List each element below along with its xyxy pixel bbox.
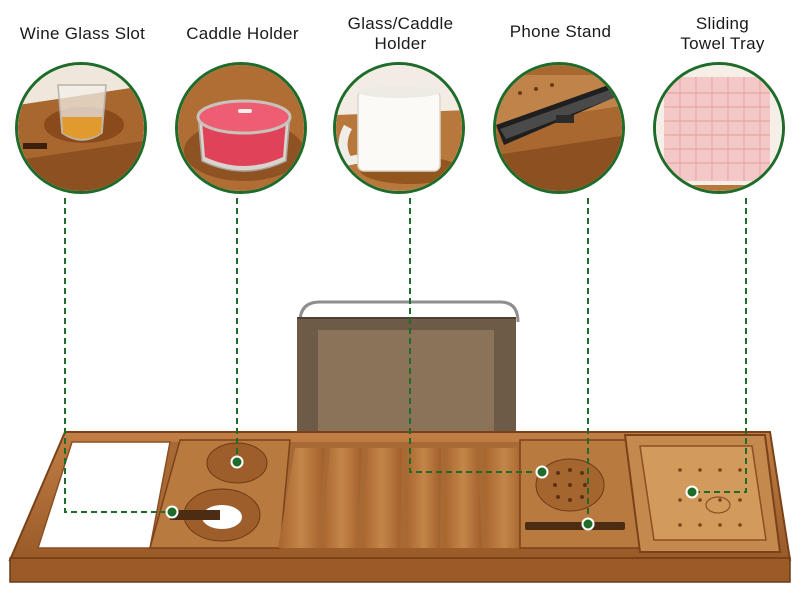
connector-dots xyxy=(165,455,699,531)
sliding-towel-tray xyxy=(623,434,782,553)
towel-icon xyxy=(664,77,770,181)
detail-circle-towel xyxy=(653,62,785,194)
label-phone-stand: Phone Stand xyxy=(509,22,612,41)
detail-circle-mug xyxy=(333,62,465,194)
mug-icon xyxy=(338,86,441,172)
connector-lines xyxy=(64,198,747,524)
tray-left-section xyxy=(36,441,171,549)
wine-glass-icon xyxy=(57,84,107,141)
phone-cup-block xyxy=(519,439,641,549)
connector-wine-glass xyxy=(64,198,172,513)
connector-towel xyxy=(692,198,747,493)
label-sliding-towel-tray: Sliding Towel Tray xyxy=(680,14,765,53)
phone-icon xyxy=(496,83,620,145)
detail-circle-phone xyxy=(493,62,625,194)
book-stand xyxy=(297,300,520,448)
label-wine-glass-slot: Wine Glass Slot xyxy=(19,24,146,43)
tray-slats xyxy=(278,448,525,548)
candle-icon xyxy=(196,99,292,172)
connector-glass-candle xyxy=(409,198,542,473)
detail-circle-wine-glass xyxy=(15,62,147,194)
label-caddle-holder: Caddle Holder xyxy=(186,24,299,43)
detail-circle-candle xyxy=(175,62,307,194)
wine-candle-block xyxy=(149,439,291,549)
label-glass-caddle-holder: Glass/Caddle Holder xyxy=(347,14,454,53)
